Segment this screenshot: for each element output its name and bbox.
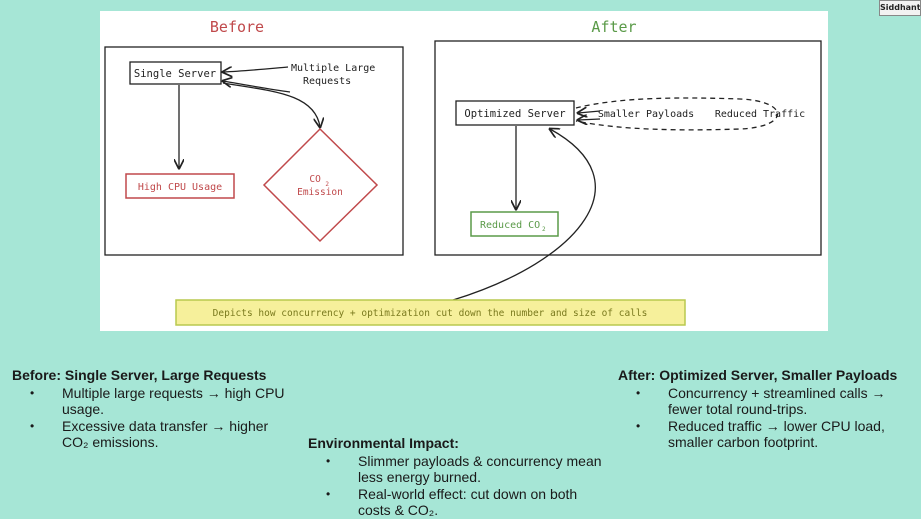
after-b2-line2: smaller carbon footprint. — [668, 434, 819, 450]
before-panel — [104, 46, 404, 256]
slide-diagram: Before Single Server Multiple Large Requ… — [100, 11, 828, 331]
payload-arrow-in — [578, 111, 601, 113]
multiple-large-requests-label: Multiple Large Requests — [291, 63, 381, 87]
after-b1-line1: Concurrency + streamlined calls → — [668, 385, 886, 401]
mlr-line-1: Multiple Large — [291, 63, 375, 74]
presenter-name-tag: Siddhant — [879, 0, 921, 16]
single-server-label: Single Server — [134, 68, 216, 80]
after-bullet-2: Reduced traffic → lower CPU load, smalle… — [618, 418, 918, 450]
reduced-co2-text: Reduced CO — [480, 220, 540, 231]
impact-bullets: Slimmer payloads & concurrency mean less… — [308, 453, 628, 518]
optimized-server-box — [455, 100, 575, 126]
before-bullet-1: Multiple large requests → high CPU usage… — [12, 385, 312, 417]
reduced-traffic-label: Reduced Traffic — [715, 109, 805, 120]
single-server-box — [129, 61, 222, 85]
before-heading: Before: Single Server, Large Requests — [12, 367, 267, 383]
caption-curve-arrow — [452, 129, 596, 301]
after-heading: After: Optimized Server, Smaller Payload… — [618, 367, 898, 383]
reduced-co2-label: Reduced CO 2 — [480, 220, 546, 233]
optimized-server-label: Optimized Server — [464, 108, 565, 120]
mlr-line-2: Requests — [303, 76, 351, 87]
payload-arrow-in-2 — [578, 119, 601, 120]
co2-emission-label: CO 2 Emission — [297, 174, 343, 198]
high-cpu-box — [125, 173, 235, 199]
request-arrow-1 — [223, 66, 289, 72]
after-section: After: Optimized Server, Smaller Payload… — [618, 367, 918, 451]
impact-section: Environmental Impact: Slimmer payloads &… — [308, 435, 628, 519]
reduced-co2-box — [470, 211, 559, 237]
after-panel — [434, 40, 822, 256]
high-cpu-label: High CPU Usage — [138, 182, 222, 193]
impact-b2-line1: Real-world effect: cut down on both — [358, 486, 578, 502]
before-section: Before: Single Server, Large Requests Mu… — [12, 367, 312, 451]
before-b1-line1: Multiple large requests → high CPU — [62, 385, 285, 401]
before-bullet-2: Excessive data transfer → higher CO₂ emi… — [12, 418, 312, 450]
before-b1-line2: usage. — [62, 401, 105, 417]
impact-bullet-2: Real-world effect: cut down on both cost… — [308, 486, 628, 518]
reduced-co2-subscript: 2 — [542, 226, 546, 233]
impact-heading: Environmental Impact: — [308, 435, 459, 451]
caption-box — [175, 299, 686, 326]
after-b1-line2: fewer total round-trips. — [668, 401, 808, 417]
co2-line-1: CO — [309, 174, 321, 185]
diagram-canvas: Before Single Server Multiple Large Requ… — [104, 18, 822, 326]
caption-text: Depicts how concurrency + optimization c… — [213, 308, 648, 319]
after-bullets: Concurrency + streamlined calls → fewer … — [618, 385, 918, 450]
smaller-payloads-label: Smaller Payloads — [598, 109, 694, 120]
request-arrow-2 — [223, 81, 291, 93]
before-title: Before — [210, 18, 264, 36]
co2-line-2: Emission — [297, 187, 343, 198]
payload-dashed-flow — [575, 97, 779, 131]
co2-emission-diamond — [262, 127, 379, 243]
co2-subscript: 2 — [325, 181, 329, 188]
impact-b2-line2: costs & CO₂. — [358, 502, 439, 518]
after-title: After — [591, 18, 636, 36]
impact-bullet-1: Slimmer payloads & concurrency mean less… — [308, 453, 628, 485]
impact-b1-line1: Slimmer payloads & concurrency mean — [358, 453, 602, 469]
before-bullets: Multiple large requests → high CPU usage… — [12, 385, 312, 450]
after-b2-line1: Reduced traffic → lower CPU load, — [668, 418, 885, 434]
before-b2-line2: CO₂ emissions. — [62, 434, 159, 450]
impact-b1-line2: less energy burned. — [358, 469, 481, 485]
after-bullet-1: Concurrency + streamlined calls → fewer … — [618, 385, 918, 417]
before-b2-line1: Excessive data transfer → higher — [62, 418, 269, 434]
emission-arrow — [222, 82, 320, 127]
